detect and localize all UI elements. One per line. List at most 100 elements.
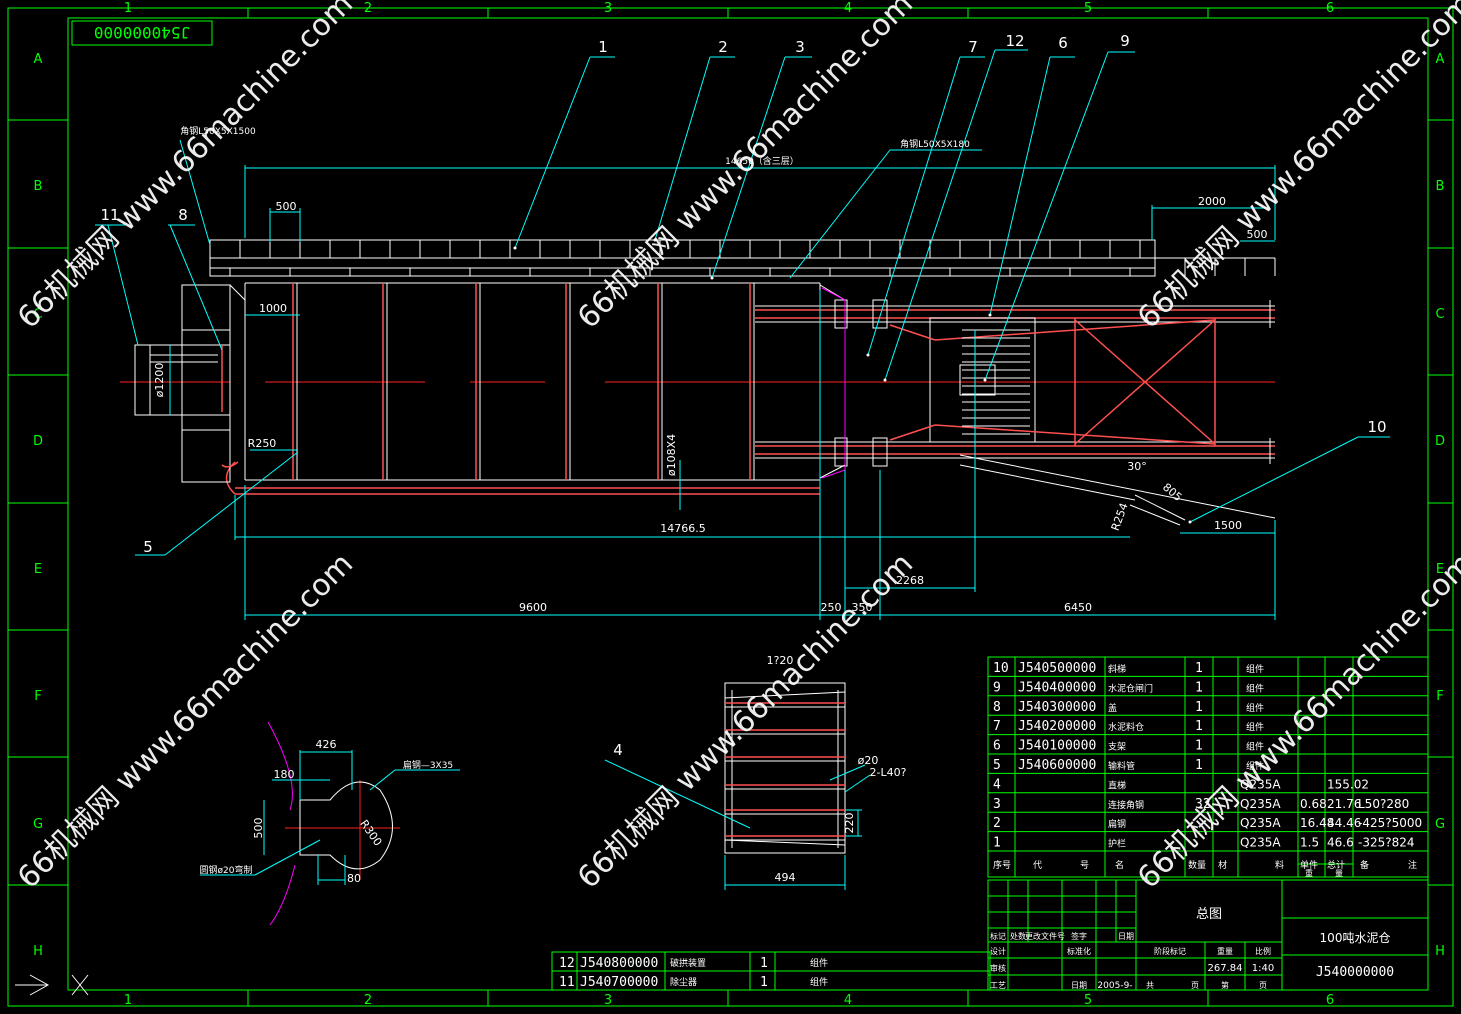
row-label: E bbox=[34, 562, 42, 577]
bom-cell: 1 bbox=[993, 836, 1001, 851]
svg-text:9600: 9600 bbox=[519, 601, 547, 614]
col-label: 4 bbox=[844, 993, 852, 1008]
svg-text:J540800000: J540800000 bbox=[580, 956, 658, 971]
bom-cell: 7 bbox=[993, 719, 1001, 734]
main-elevation bbox=[120, 239, 1276, 526]
balloon: 3 bbox=[795, 38, 805, 56]
balloon: 4 bbox=[613, 741, 623, 759]
svg-text:ø20: ø20 bbox=[858, 754, 879, 767]
bom-cell: 8 bbox=[993, 700, 1001, 715]
bom-cell: 1 bbox=[1195, 739, 1203, 754]
row-label: G bbox=[1435, 817, 1445, 832]
svg-text:500: 500 bbox=[1247, 228, 1268, 241]
svg-text:66机械网 www.66machine.com: 66机械网 www.66machine.com bbox=[11, 546, 360, 895]
svg-text:设计: 设计 bbox=[990, 946, 1006, 956]
bom-header-cell: 料 bbox=[1275, 859, 1284, 871]
balloon: 1 bbox=[598, 38, 608, 56]
detail-left: 426 180 500 80 R300 扁钢—3X35 圆钢ø20弯制 bbox=[200, 721, 460, 926]
col-label: 3 bbox=[604, 993, 612, 1008]
bom-cell: L50?280 bbox=[1358, 797, 1409, 811]
svg-text:ø108X4: ø108X4 bbox=[665, 434, 678, 476]
bom-header-cell: 单件 bbox=[1300, 859, 1318, 871]
col-label: 6 bbox=[1326, 993, 1334, 1008]
svg-text:100吨水泥仓: 100吨水泥仓 bbox=[1320, 931, 1391, 945]
svg-text:页: 页 bbox=[1259, 981, 1267, 990]
bom-header-cell: 备 bbox=[1360, 859, 1369, 871]
svg-text:组件: 组件 bbox=[810, 976, 828, 988]
bom-cell: 斜梯 bbox=[1108, 663, 1126, 675]
row-label: A bbox=[1436, 52, 1445, 67]
bom-cell: 6 bbox=[993, 739, 1001, 754]
svg-text:J540000000: J540000000 bbox=[1316, 965, 1394, 980]
col-label: 3 bbox=[604, 1, 612, 16]
svg-text:2268: 2268 bbox=[896, 574, 924, 587]
row-label: H bbox=[33, 944, 43, 959]
bom-cell: 扁钢 bbox=[1108, 818, 1126, 830]
svg-text:签字: 签字 bbox=[1071, 931, 1087, 941]
col-label: 6 bbox=[1326, 1, 1334, 16]
bom-cell: 5 bbox=[993, 758, 1001, 773]
svg-text:角钢L50X5X1500: 角钢L50X5X1500 bbox=[180, 125, 256, 137]
svg-text:比例: 比例 bbox=[1255, 946, 1271, 956]
svg-text:总图: 总图 bbox=[1196, 907, 1222, 922]
row-label: E bbox=[1436, 562, 1444, 577]
svg-text:共: 共 bbox=[1146, 981, 1154, 990]
row-label: H bbox=[1435, 944, 1445, 959]
svg-text:组件: 组件 bbox=[810, 957, 828, 969]
bom-cell: J540300000 bbox=[1018, 700, 1096, 715]
row-label: D bbox=[1435, 434, 1445, 449]
bom-header-cell: 材 bbox=[1218, 859, 1227, 871]
balloon: 11 bbox=[100, 206, 119, 224]
bom-cell: 护栏 bbox=[1108, 838, 1126, 850]
svg-text:66机械网 www.66machine.com: 66机械网 www.66machine.com bbox=[571, 546, 920, 895]
svg-text:R250: R250 bbox=[248, 437, 277, 450]
svg-text:6450: 6450 bbox=[1064, 601, 1092, 614]
svg-text:180: 180 bbox=[274, 768, 295, 781]
bom-cell: 输料管 bbox=[1108, 760, 1135, 772]
svg-text:14650（含三层）: 14650（含三层） bbox=[725, 155, 799, 167]
svg-text:11: 11 bbox=[559, 975, 575, 990]
grid-ticks bbox=[8, 8, 1453, 1006]
balloon-labels: 1 2 3 7 12 6 9 11 8 10 5 4 bbox=[100, 32, 1386, 759]
col-label: 2 bbox=[364, 993, 372, 1008]
svg-text:标准化: 标准化 bbox=[1067, 946, 1091, 956]
svg-text:1: 1 bbox=[760, 956, 768, 971]
dimension-lines bbox=[95, 49, 1390, 620]
balloon: 7 bbox=[968, 38, 978, 56]
bom-cell: 组件 bbox=[1246, 702, 1264, 714]
svg-text:更改文件号: 更改文件号 bbox=[1025, 931, 1065, 941]
svg-text:2000: 2000 bbox=[1198, 195, 1226, 208]
bom-cell: 1 bbox=[1195, 719, 1203, 734]
grid-labels: 1 2 3 4 5 6 1 2 3 4 5 6 A B C D E F G H … bbox=[33, 1, 1445, 1008]
svg-text:工艺: 工艺 bbox=[990, 981, 1006, 990]
detail-ladder: 1?20 ø20 2-L40? 220 494 bbox=[604, 654, 907, 890]
row-label: F bbox=[34, 689, 41, 704]
balloon: 10 bbox=[1367, 418, 1386, 436]
dimension-text: 500 1000 ø1200 R250 ø108X4 14766.5 9600 … bbox=[153, 125, 1268, 614]
svg-text:80: 80 bbox=[347, 872, 361, 885]
bom-cell: -325?824 bbox=[1358, 836, 1415, 850]
svg-text:第: 第 bbox=[1221, 980, 1229, 990]
svg-text:角钢L50X5X180: 角钢L50X5X180 bbox=[900, 138, 970, 150]
svg-text:1?20: 1?20 bbox=[767, 654, 794, 667]
bom-cell: 组件 bbox=[1246, 682, 1264, 694]
svg-text:重量: 重量 bbox=[1217, 946, 1233, 956]
row-label: G bbox=[33, 817, 43, 832]
bom-cell: 水泥料仓 bbox=[1108, 721, 1144, 733]
arrow-marker bbox=[15, 974, 89, 996]
svg-text:日期: 日期 bbox=[1118, 932, 1134, 941]
bom-cell: 水泥仓闸门 bbox=[1108, 682, 1153, 694]
row-label: D bbox=[33, 434, 43, 449]
bom-cell: Q235A bbox=[1240, 836, 1281, 850]
bom-cell: 0.68 bbox=[1300, 797, 1327, 811]
row-label: A bbox=[34, 52, 43, 67]
svg-text:426: 426 bbox=[316, 738, 337, 751]
bom-header-cell: 数量 bbox=[1188, 859, 1206, 871]
svg-text:审核: 审核 bbox=[990, 963, 1006, 973]
svg-text:1000: 1000 bbox=[259, 302, 287, 315]
balloon: 2 bbox=[718, 38, 728, 56]
row-label: C bbox=[1435, 307, 1444, 322]
svg-text:J540000000: J540000000 bbox=[94, 23, 190, 42]
bom-table-bottom: 12 J540800000 破拱装置 1 组件 11 J540700000 除尘… bbox=[551, 951, 991, 991]
bom-cell: 1.5 bbox=[1300, 836, 1319, 850]
